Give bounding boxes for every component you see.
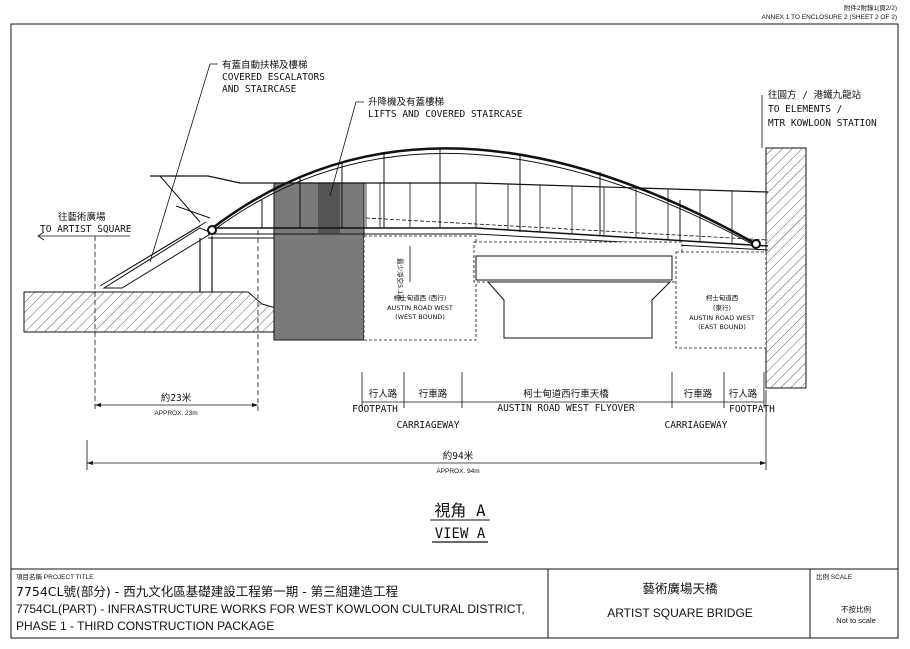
label-artist-zh: 往藝術廣場 [58, 211, 106, 223]
flyover-deck-inner [475, 255, 673, 281]
arch-inner [213, 152, 753, 245]
arch-bearing-left [207, 225, 217, 235]
flyover-deck [473, 241, 683, 283]
zone-carriageway-en: CARRIAGEWAY [397, 420, 460, 431]
dim-23m-arrow-l [95, 403, 101, 407]
bridge-name-en: ARTIST SQUARE BRIDGE [607, 606, 753, 620]
canopy-brace2 [175, 205, 211, 219]
zone-footpath-zh: 行人路 [369, 388, 398, 400]
arch-hangers [261, 148, 681, 240]
dim-94m-arrow-r [760, 461, 766, 465]
zone-flyover-zh: 柯士甸道西行車天橋 [523, 388, 609, 400]
label-elements-zh: 往圓方 / 港鐵九龍站 [768, 89, 862, 101]
project-title-label: 項目名稱 PROJECT TITLE [16, 572, 94, 581]
zone-carriageway2-en: CARRIAGEWAY [665, 420, 728, 431]
dim-23m-en: APPROX. 23m [154, 410, 197, 417]
scale-zh: 不按比例 [841, 604, 871, 614]
flyover-pier-left [363, 235, 477, 341]
label-austin-east-en1: AUSTIN ROAD WEST [689, 314, 755, 322]
arch-outer [209, 147, 757, 246]
right-wall [765, 147, 807, 389]
label-austin-east-zh2: (東行) [713, 303, 731, 312]
zone-footpath-en: FOOTPATH [352, 404, 398, 415]
arrow-artist-head [37, 231, 45, 241]
label-escalator-zh: 有蓋自動扶梯及樓梯 [222, 59, 308, 71]
flyover-right-box [675, 251, 767, 349]
escalator-rail2 [99, 225, 201, 287]
bridge-canopy [475, 182, 769, 193]
label-elements-en1: TO ELEMENTS / [768, 104, 842, 115]
zone-footpath2-en: FOOTPATH [729, 404, 775, 415]
view-title-zh: 視角 A [434, 501, 486, 520]
dim-94m-arrow-l [87, 461, 93, 465]
scale-en: Not to scale [836, 616, 876, 625]
label-elements-en2: MTR KOWLOON STATION [768, 118, 877, 129]
canopy [150, 175, 476, 184]
sheet-border [10, 23, 899, 639]
left-ground [23, 291, 312, 333]
label-escalator-en2: AND STAIRCASE [222, 84, 297, 95]
project-title-en2: PHASE 1 - THIRD CONSTRUCTION PACKAGE [16, 619, 274, 633]
dim-23m-zh: 約23米 [161, 392, 192, 404]
dim-94m-zh: 約94米 [443, 450, 474, 462]
lift-core-dark [318, 183, 340, 233]
dim-94m-en: APPROX. 94m [436, 468, 479, 475]
flyover-pier [486, 281, 672, 339]
zone-flyover-en: AUSTIN ROAD WEST FLYOVER [497, 403, 635, 414]
label-austin-west-en2: (WEST BOUND) [395, 313, 445, 321]
annex-en: ANNEX 1 TO ENCLOSURE 2 (SHEET 2 OF 2) [762, 14, 897, 21]
label-austin-west-en1: AUSTIN ROAD WEST [387, 304, 453, 312]
project-title-zh: 7754CL號(部分) - 西九文化區基礎建設工程第一期 - 第三組建造工程 [16, 584, 399, 599]
label-artist-en: TO ARTIST SQUARE [40, 224, 132, 235]
bridge-name-zh: 藝術廣場天橋 [642, 581, 718, 596]
project-title-en1: 7754CL(PART) - INFRASTRUCTURE WORKS FOR … [16, 602, 525, 616]
escalator [102, 227, 214, 289]
label-austin-east-zh1: 柯士甸道西 [706, 293, 739, 302]
label-escalator-en1: COVERED ESCALATORS [222, 72, 325, 83]
canopy-brace1 [159, 175, 201, 223]
leader-escalator [149, 63, 218, 263]
label-austin-west-zh: 柯士甸道西 (西行) [394, 293, 447, 302]
arch-bearing-right [751, 239, 761, 249]
label-lifts-zh: 升降機及有蓋樓梯 [368, 96, 445, 108]
canopy-posts [365, 183, 733, 244]
label-clearance: 最少淨空5.1米 [396, 258, 405, 301]
zone-footpath2-zh: 行人路 [729, 388, 758, 400]
leader-lifts [329, 101, 364, 197]
zone-carriageway-zh: 行車路 [419, 388, 448, 400]
dim-23m-arrow-r [252, 403, 258, 407]
label-austin-east-en2: (EAST BOUND) [698, 323, 746, 331]
view-title-en: VIEW A [435, 526, 486, 542]
scale-label: 比例 SCALE [816, 572, 853, 581]
label-lifts-en: LIFTS AND COVERED STAIRCASE [368, 109, 523, 120]
zone-ticks [361, 372, 765, 408]
zone-carriageway2-zh: 行車路 [684, 388, 713, 400]
handrail [365, 217, 769, 241]
annex-zh: 附件2附錄1(頁2/2) [844, 3, 897, 12]
